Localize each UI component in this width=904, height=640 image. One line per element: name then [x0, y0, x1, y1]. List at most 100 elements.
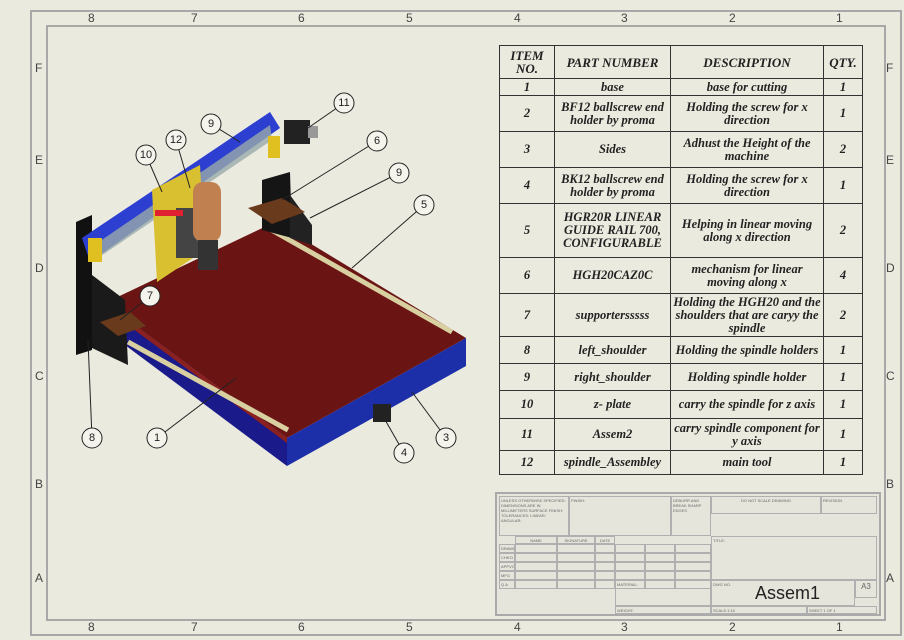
weight-label: WEIGHT: [615, 606, 711, 614]
revision-label: REVISION [821, 496, 877, 514]
signature-header: SIGNATURE [557, 536, 595, 544]
cell-description: carry the spindle for z axis [670, 390, 824, 419]
balloon-number: 1 [154, 432, 160, 444]
title-block-cell [615, 544, 645, 553]
title-block-cell [557, 571, 595, 580]
balloon-circle [413, 194, 435, 216]
zone-column-label: 6 [298, 11, 305, 25]
cell-part-number: BK12 ballscrew end holder by proma [554, 167, 671, 204]
cell-qty: 4 [823, 257, 863, 294]
cell-item-no: 9 [499, 363, 555, 391]
balloon-circle [135, 144, 157, 166]
balloon-circle [393, 442, 415, 464]
do-not-scale-note: DO NOT SCALE DRAWING [711, 496, 821, 514]
cell-item-no: 5 [499, 203, 555, 258]
cell-qty: 1 [823, 450, 863, 475]
title-block-cell [675, 571, 711, 580]
leader-line [281, 140, 378, 201]
outer-border [30, 10, 902, 636]
spindle-carriage [152, 165, 221, 282]
cell-item-no: 3 [499, 131, 555, 168]
motor [284, 120, 318, 144]
balloon-callout: 8 [81, 339, 103, 449]
deburr-note: DEBURR AND BREAK SHARP EDGES [671, 496, 711, 536]
cell-part-number: supportersssss [554, 293, 671, 337]
zone-row-label: F [886, 61, 894, 75]
balloon-circle [165, 129, 187, 151]
zone-column-label: 8 [88, 620, 95, 634]
leader-line [87, 339, 93, 439]
role-label: DRAWN [499, 544, 515, 553]
balloon-callout: 6 [281, 130, 388, 201]
title-block-cell [595, 571, 615, 580]
cell-part-number: Sides [554, 131, 671, 168]
balloon-callout: 9 [309, 162, 410, 219]
zone-column-label: 4 [514, 620, 521, 634]
zone-column-label: 2 [729, 620, 736, 634]
balloon-number: 9 [396, 167, 402, 179]
balloon-number: 11 [338, 97, 349, 109]
role-label: CHK'D [499, 553, 515, 562]
cell-item-no: 1 [499, 78, 555, 96]
zone-column-label: 6 [298, 620, 305, 634]
cell-item-no: 12 [499, 450, 555, 475]
date-header: DATE [595, 536, 615, 544]
cell-qty: 1 [823, 390, 863, 419]
cell-part-number: HGR20R LINEAR GUIDE RAIL 700, CONFIGURAB… [554, 203, 671, 258]
zone-row-label: C [886, 369, 895, 383]
balloon-number: 4 [401, 447, 407, 459]
cell-part-number: base [554, 78, 671, 96]
cell-qty: 1 [823, 363, 863, 391]
title-block-cell [595, 553, 615, 562]
title-block-cell [645, 571, 675, 580]
cell-qty: 1 [823, 78, 863, 96]
title-block-cell [675, 553, 711, 562]
cell-item-no: 2 [499, 95, 555, 132]
balloon-circle [81, 427, 103, 449]
cell-description: Holding the screw for x direction [670, 167, 824, 204]
name-header: NAME [515, 536, 557, 544]
balloon-number: 3 [443, 432, 449, 444]
title-block-cell [515, 562, 557, 571]
balloon-circle [333, 92, 355, 114]
ballscrew-holder-bk12 [373, 404, 391, 422]
title-block-cell [515, 571, 557, 580]
zone-column-label: 1 [836, 11, 843, 25]
balloon-callout: 4 [383, 417, 415, 464]
material-label: MATERIAL: [615, 580, 711, 606]
drawing-number: Assem1 [755, 583, 821, 603]
cell-qty: 1 [823, 95, 863, 132]
linear-rails [126, 225, 454, 433]
cell-description: Adhust the Height of the machine [670, 131, 824, 168]
cell-description: Holding the HGH20 and the shoulders that… [670, 293, 824, 337]
title-label: TITLE: [711, 536, 877, 580]
header-qty: QTY. [823, 45, 863, 79]
title-block-cell [675, 562, 711, 571]
cell-description: Holding spindle holder [670, 363, 824, 391]
sheet-size: A3 [855, 580, 877, 598]
scale-label: SCALE:1:10 [711, 606, 807, 614]
cell-item-no: 7 [499, 293, 555, 337]
zone-column-label: 3 [621, 620, 628, 634]
leader-line [309, 172, 400, 219]
cell-qty: 1 [823, 418, 863, 451]
cell-part-number: HGH20CAZ0C [554, 257, 671, 294]
balloon-circle [200, 113, 222, 135]
zone-row-label: E [35, 153, 44, 167]
title-block-cell [645, 562, 675, 571]
title-block-cell [557, 562, 595, 571]
title-block-cell [615, 553, 645, 562]
balloon-number: 5 [421, 199, 427, 211]
finish-label: FINISH: [569, 496, 671, 536]
balloon-callout: 7 [119, 285, 161, 321]
cell-description: main tool [670, 450, 824, 475]
balloon-number: 7 [147, 290, 153, 302]
balloon-circle [146, 427, 168, 449]
title-block-cell [595, 544, 615, 553]
